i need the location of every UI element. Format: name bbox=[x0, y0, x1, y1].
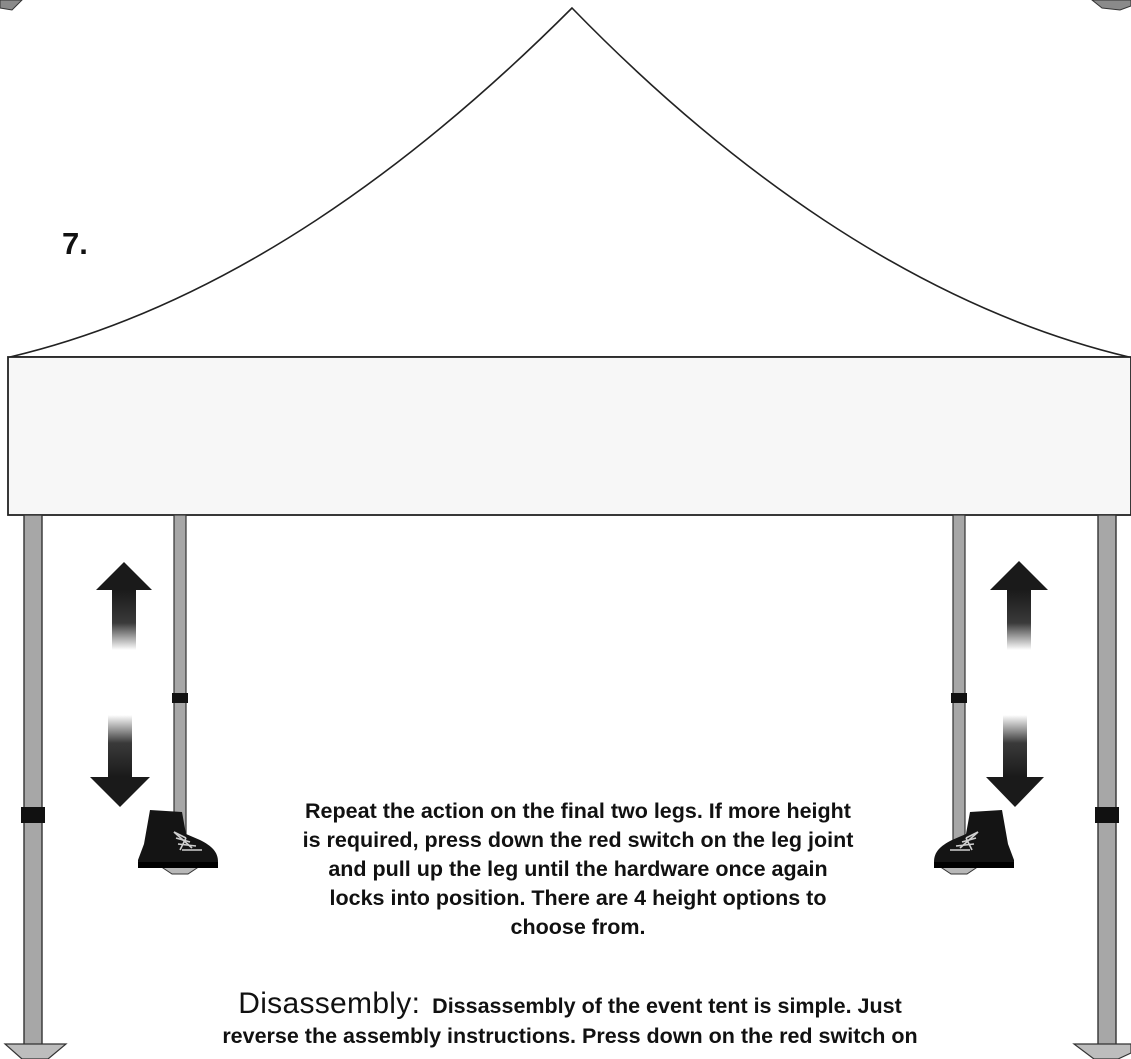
front-leg-left bbox=[3, 514, 68, 1059]
leg-joint bbox=[1095, 807, 1119, 823]
boot-icon bbox=[933, 809, 1015, 869]
disassembly-heading: Disassembly: bbox=[238, 987, 421, 1020]
disassembly-line: Dissassembly of the event tent is simple… bbox=[432, 994, 902, 1018]
step-number: 7. bbox=[62, 226, 88, 261]
arrow-up-icon bbox=[96, 562, 152, 650]
corner-fragment-right bbox=[1091, 0, 1131, 11]
corner-fragment-left bbox=[0, 0, 23, 11]
canopy-roof bbox=[9, 6, 1130, 358]
leg-joint bbox=[21, 807, 45, 823]
boot-icon bbox=[137, 809, 219, 869]
arrow-down-icon bbox=[90, 715, 150, 807]
disassembly-line: reverse the assembly instructions. Press… bbox=[222, 1024, 918, 1048]
arrow-up-icon bbox=[990, 561, 1048, 650]
arrow-down-icon bbox=[986, 715, 1044, 807]
instruction-line: locks into position. There are 4 height … bbox=[329, 886, 827, 910]
instruction-line: choose from. bbox=[510, 915, 646, 939]
disassembly-text: Disassembly: Dissassembly of the event t… bbox=[130, 989, 1010, 1051]
instruction-line: Repeat the action on the final two legs.… bbox=[305, 799, 851, 823]
instruction-line: and pull up the leg until the hardware o… bbox=[328, 857, 828, 881]
leg-joint bbox=[172, 693, 188, 703]
back-leg-right bbox=[937, 514, 981, 875]
instruction-text: Repeat the action on the final two legs.… bbox=[228, 797, 928, 942]
leg-joint bbox=[951, 693, 967, 703]
instruction-line: is required, press down the red switch o… bbox=[302, 828, 854, 852]
front-leg-right bbox=[1072, 514, 1131, 1059]
canopy-valance bbox=[7, 356, 1131, 516]
